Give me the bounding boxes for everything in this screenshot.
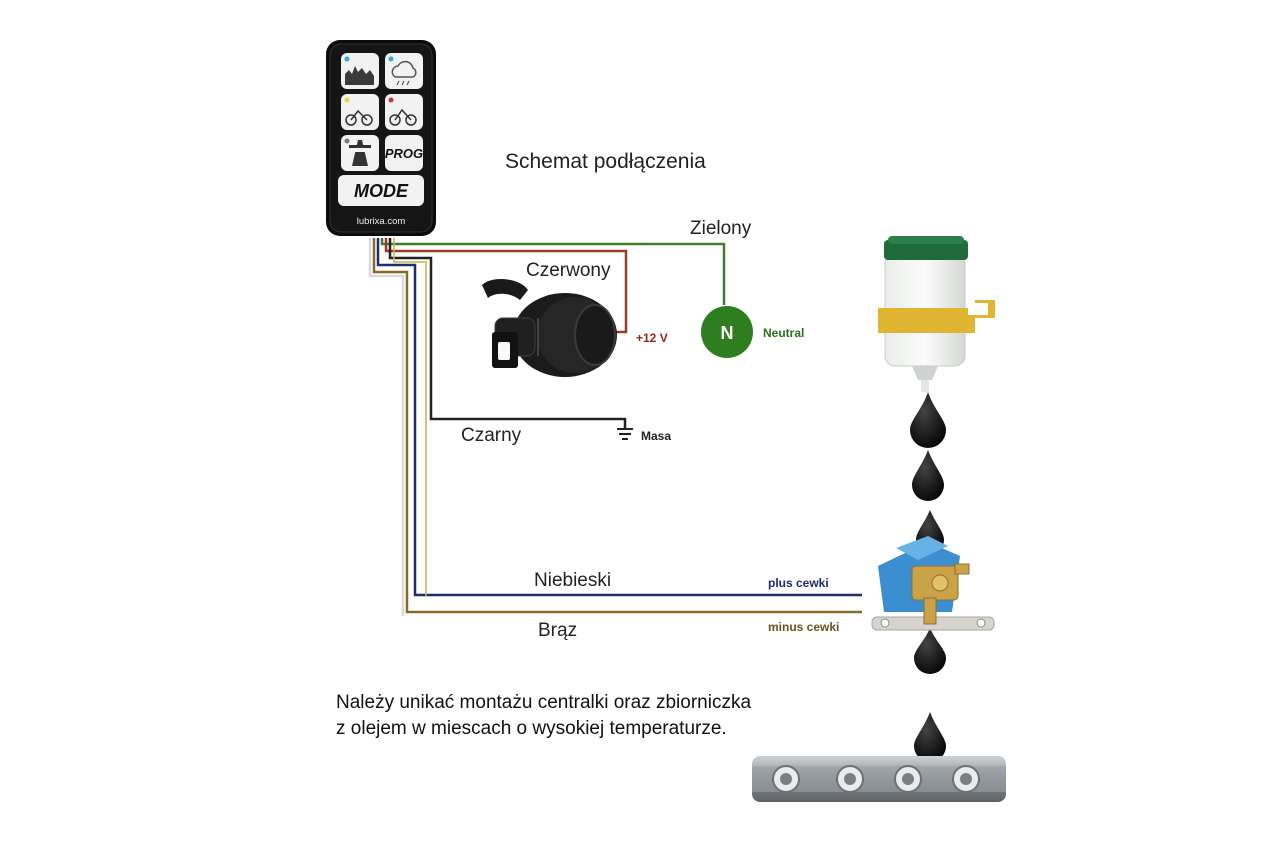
rain-mode-button[interactable] bbox=[385, 53, 423, 89]
ignition-switch bbox=[482, 278, 617, 377]
neutral-symbol: N bbox=[721, 323, 734, 343]
bicycle-chain bbox=[752, 756, 1006, 802]
green-wire bbox=[380, 238, 726, 305]
wires bbox=[368, 238, 862, 616]
black-wire bbox=[388, 238, 627, 428]
oil-drop bbox=[910, 392, 946, 448]
blue-wire bbox=[376, 238, 862, 597]
brand-label: lubrixa.com bbox=[357, 216, 406, 227]
touring-mode-button[interactable] bbox=[341, 94, 379, 130]
blue-wire-label: Niebieski bbox=[534, 570, 612, 591]
coil-plus-label: plus cewki bbox=[768, 576, 829, 590]
brown-wire bbox=[372, 238, 862, 614]
ground-symbol bbox=[617, 428, 633, 440]
green-wire-label: Zielony bbox=[690, 218, 752, 239]
prog-button[interactable]: PROG bbox=[385, 135, 423, 171]
white-wire bbox=[368, 238, 405, 616]
neutral-label: Neutral bbox=[763, 326, 804, 340]
mode-label: MODE bbox=[354, 181, 409, 201]
highway-mode-button[interactable] bbox=[341, 135, 379, 171]
oil-drop bbox=[912, 450, 944, 501]
plus-12v-label: +12 V bbox=[636, 331, 668, 345]
oil-drop bbox=[914, 712, 946, 762]
mode-button[interactable]: MODE bbox=[338, 175, 424, 206]
installation-note: Należy unikać montażu centralki oraz zbi… bbox=[336, 692, 752, 739]
coil-minus-label: minus cewki bbox=[768, 620, 839, 634]
city-mode-button[interactable] bbox=[341, 53, 379, 89]
brown-wire-label: Brąz bbox=[538, 620, 578, 641]
red-wire-label: Czerwony bbox=[526, 260, 611, 281]
black-wire-label: Czarny bbox=[461, 425, 522, 446]
controller-unit: PROG MODE lubrixa.com bbox=[326, 40, 436, 236]
prog-label: PROG bbox=[385, 146, 423, 161]
oil-tank bbox=[878, 236, 995, 392]
solenoid-valve bbox=[871, 536, 995, 631]
oil-drop bbox=[914, 628, 946, 674]
red-wire bbox=[384, 238, 628, 334]
neutral-indicator: N bbox=[701, 306, 753, 358]
ground-label: Masa bbox=[641, 429, 671, 443]
oil-drops bbox=[910, 392, 946, 762]
yellow-wire bbox=[393, 238, 427, 596]
diagram-title: Schemat podłączenia bbox=[505, 150, 706, 173]
offroad-mode-button[interactable] bbox=[385, 94, 423, 130]
